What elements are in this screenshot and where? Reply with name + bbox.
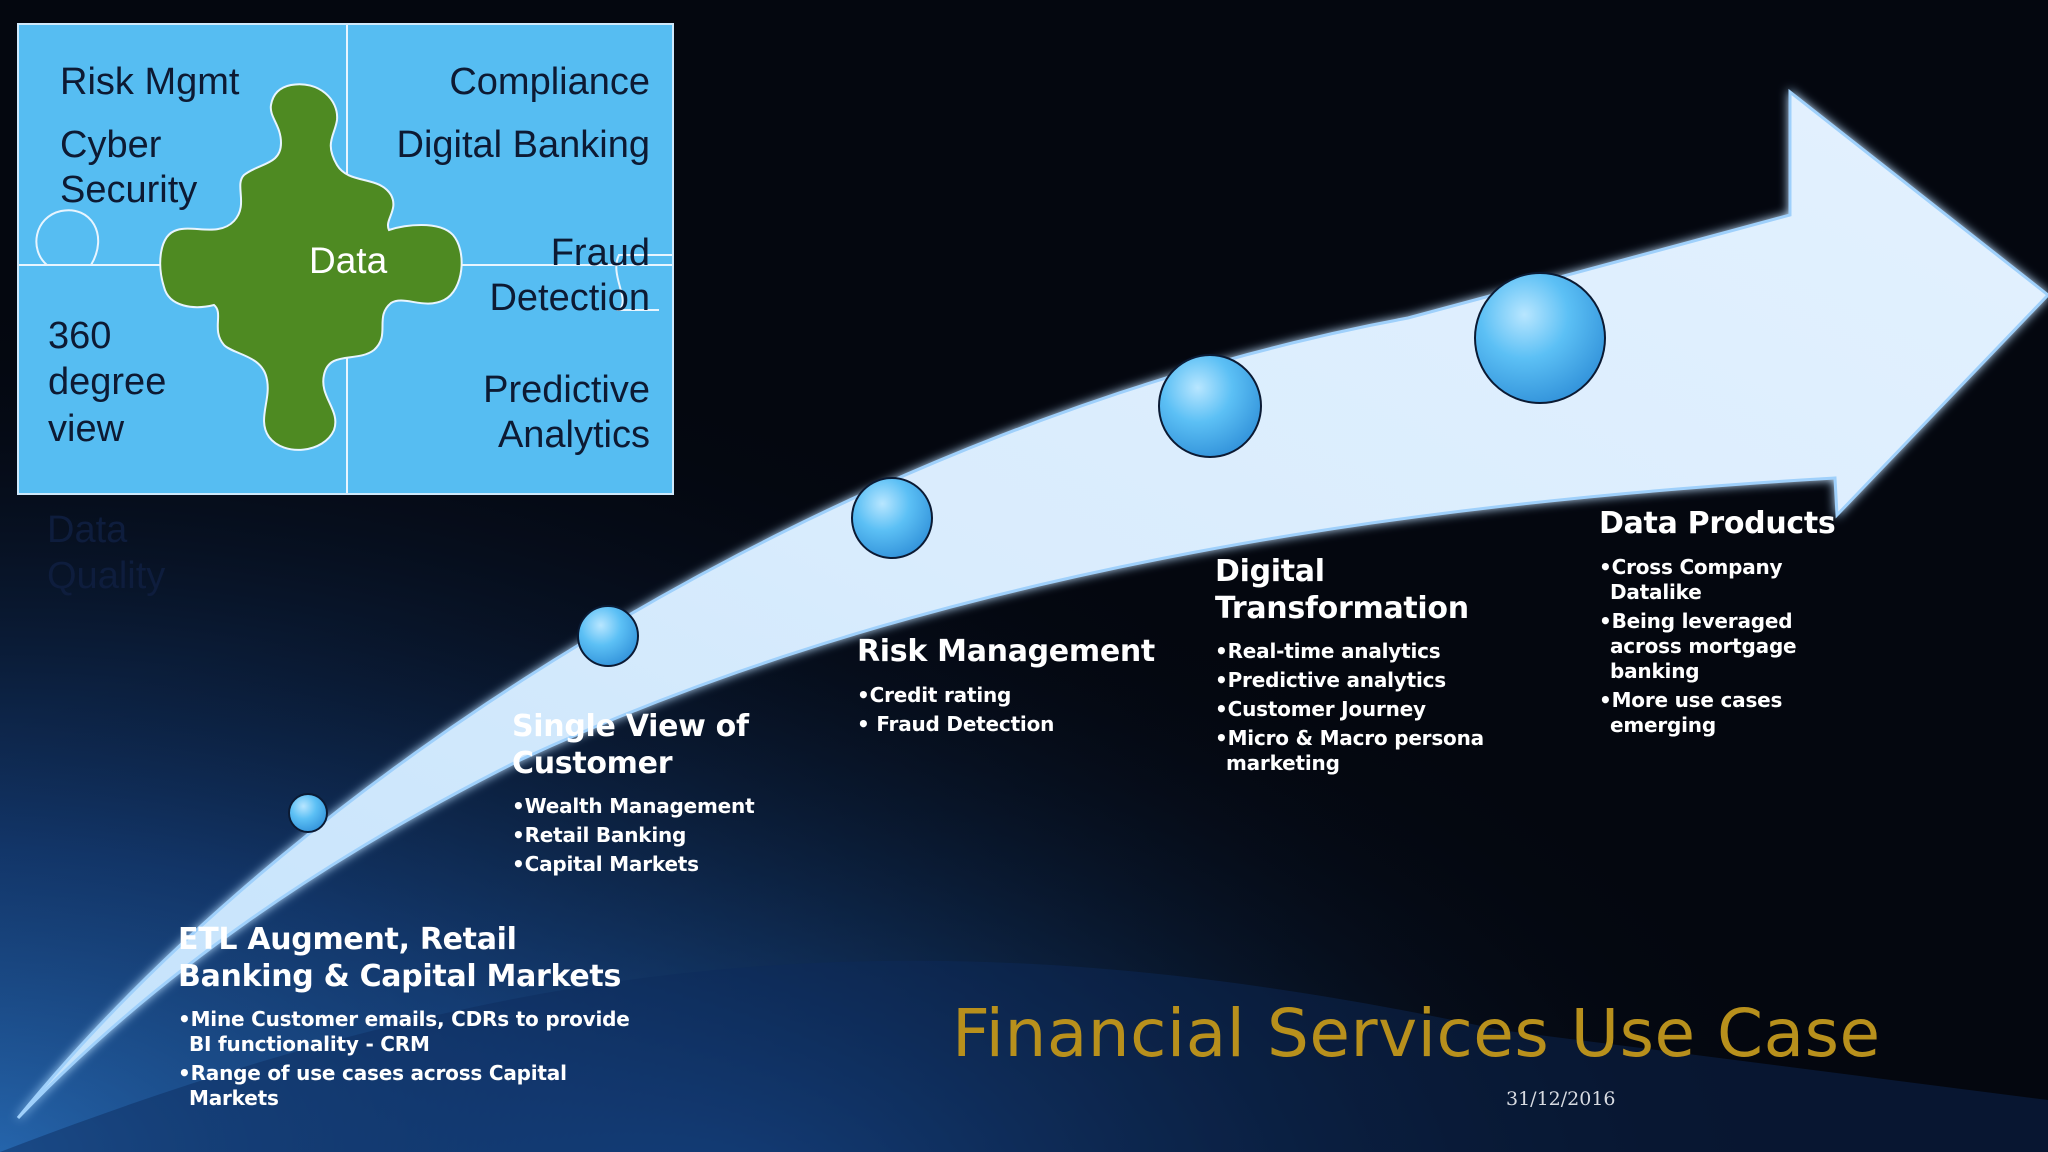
slide-title: Financial Services Use Case bbox=[952, 995, 1881, 1072]
label-compliance: Compliance bbox=[449, 61, 650, 103]
label-360-view: 360 degree view bbox=[48, 315, 167, 450]
bubble-1 bbox=[288, 793, 328, 833]
slide-date: 31/12/2016 bbox=[1506, 1088, 1616, 1110]
stage-1-title: ETL Augment, Retail Banking & Capital Ma… bbox=[178, 922, 621, 994]
label-data-quality-hidden: Data Quality bbox=[47, 509, 166, 597]
stage-3: Risk Management Credit rating Fraud Dete… bbox=[857, 634, 1157, 741]
stage-1-bullet: Mine Customer emails, CDRs to provide BI… bbox=[178, 1007, 638, 1057]
label-predictive-analytics: Predictive Analytics bbox=[483, 369, 650, 456]
stage-3-title: Risk Management bbox=[857, 634, 1155, 669]
stage-4-bullet: Predictive analytics bbox=[1215, 668, 1505, 693]
stage-2-bullet: Wealth Management bbox=[512, 794, 832, 819]
stage-2-bullet: Retail Banking bbox=[512, 823, 832, 848]
data-center-piece bbox=[159, 83, 463, 451]
bubble-3 bbox=[851, 477, 933, 559]
stage-4-bullet: Customer Journey bbox=[1215, 697, 1505, 722]
stage-4-title: Digital Transformation bbox=[1215, 554, 1469, 626]
stage-5: Data Products Cross Company Datalike Bei… bbox=[1599, 506, 1869, 742]
label-cyber-security: Cyber Security bbox=[60, 124, 198, 211]
stage-4-bullet: Micro & Macro persona marketing bbox=[1215, 726, 1505, 776]
bubble-4 bbox=[1158, 354, 1262, 458]
stage-1: ETL Augment, Retail Banking & Capital Ma… bbox=[178, 922, 638, 1115]
bubble-2 bbox=[577, 605, 639, 667]
label-digital-banking: Digital Banking bbox=[396, 124, 650, 166]
label-risk-mgmt: Risk Mgmt bbox=[60, 61, 240, 103]
puzzle-pieces bbox=[19, 25, 672, 493]
label-data: Data bbox=[309, 240, 388, 281]
bubble-5 bbox=[1474, 272, 1606, 404]
stage-4: Digital Transformation Real-time analyti… bbox=[1215, 554, 1505, 780]
stage-5-bullet: Cross Company Datalike bbox=[1599, 555, 1869, 605]
stage-4-bullet: Real-time analytics bbox=[1215, 639, 1505, 664]
stage-2-bullet: Capital Markets bbox=[512, 852, 832, 877]
stage-5-bullet: More use cases emerging bbox=[1599, 688, 1869, 738]
stage-5-bullet: Being leveraged across mortgage banking bbox=[1599, 609, 1869, 684]
stage-5-title: Data Products bbox=[1599, 506, 1836, 541]
stage-1-bullet: Range of use cases across Capital Market… bbox=[178, 1061, 638, 1111]
stage-3-bullet: Credit rating bbox=[857, 683, 1157, 708]
stage-3-bullet: Fraud Detection bbox=[857, 712, 1157, 737]
data-puzzle: Risk Mgmt Cyber Security 360 degree view… bbox=[17, 23, 674, 495]
stage-2-title: Single View of Customer bbox=[512, 709, 749, 781]
label-fraud-detection: Fraud Detection bbox=[489, 232, 650, 319]
stage-2: Single View of Customer Wealth Managemen… bbox=[512, 709, 832, 881]
